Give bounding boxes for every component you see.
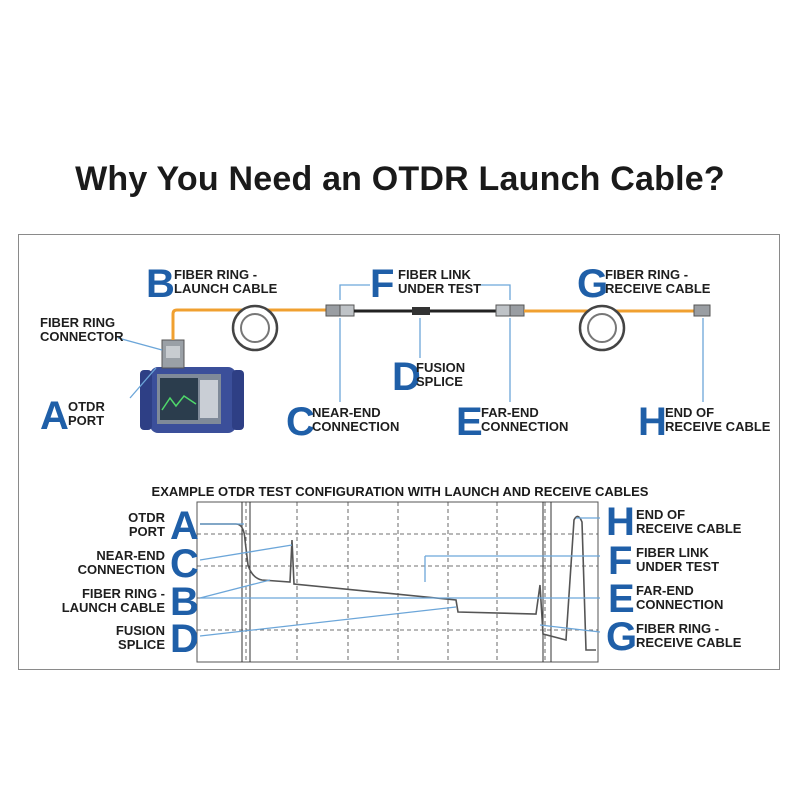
diagram-frame bbox=[18, 234, 780, 670]
trace-left-a-letter: A bbox=[170, 504, 199, 548]
label-c-letter: C bbox=[286, 400, 315, 444]
label-d-letter: D bbox=[392, 355, 421, 399]
trace-right-g-text: FIBER RING -RECEIVE CABLE bbox=[636, 621, 742, 650]
label-g-text: FIBER RING -RECEIVE CABLE bbox=[605, 267, 711, 296]
label-h-letter: H bbox=[638, 400, 667, 444]
label-b-letter: B bbox=[146, 262, 175, 306]
otdr-trace-graph bbox=[196, 501, 599, 663]
otdr-device bbox=[140, 339, 244, 433]
trace-right-g-letter: G bbox=[606, 615, 638, 659]
label-e-letter: E bbox=[456, 400, 483, 444]
label-a-letter: A bbox=[40, 394, 69, 438]
label-b-text: FIBER RING -LAUNCH CABLE bbox=[174, 267, 278, 296]
fiber-ring-connector-label: FIBER RING CONNECTOR bbox=[40, 315, 124, 344]
trace-right-h-letter: H bbox=[606, 500, 635, 544]
trace-right-f-letter: F bbox=[608, 539, 633, 583]
page-title: Why You Need an OTDR Launch Cable? bbox=[75, 160, 725, 198]
trace-chart-title: EXAMPLE OTDR TEST CONFIGURATION WITH LAU… bbox=[151, 484, 649, 499]
trace-left-d-letter: D bbox=[170, 617, 199, 661]
label-f-letter: F bbox=[370, 262, 395, 306]
trace-left-b-letter: B bbox=[170, 580, 199, 624]
trace-right-e-letter: E bbox=[608, 577, 635, 621]
trace-left-c-letter: C bbox=[170, 542, 199, 586]
label-g-letter: G bbox=[577, 262, 609, 306]
trace-left-b-text: FIBER RING -LAUNCH CABLE bbox=[61, 586, 165, 615]
